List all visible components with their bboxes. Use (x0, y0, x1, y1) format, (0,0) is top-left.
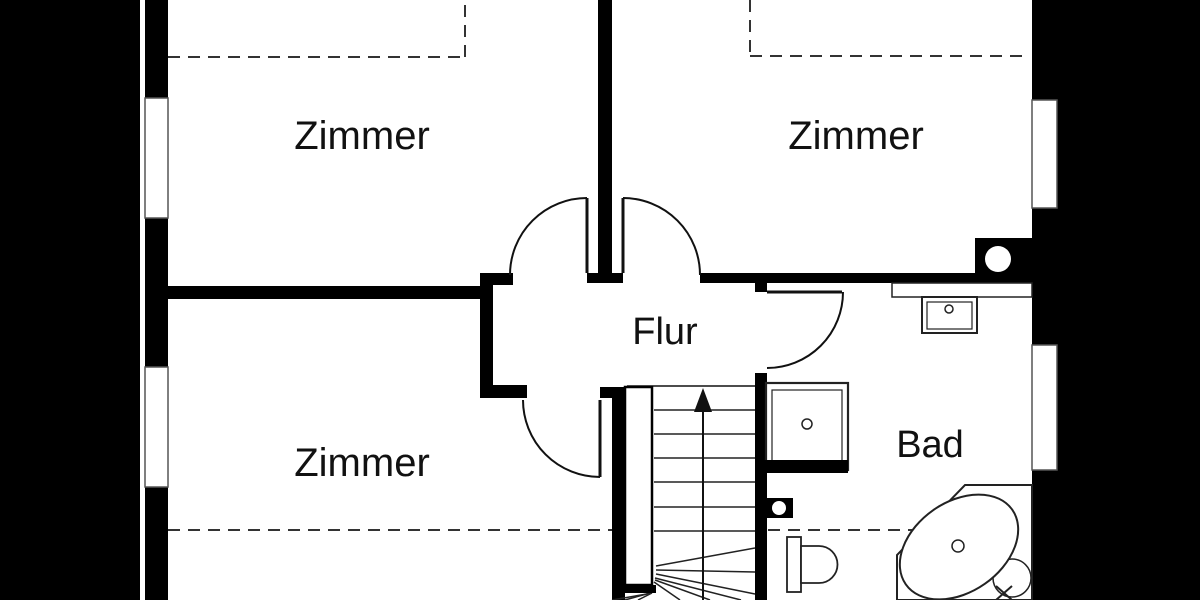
dashed-line-top-left (168, 0, 466, 58)
exterior-wall-left (145, 0, 168, 600)
door-swing-arc (522, 399, 601, 478)
winder-line (655, 569, 756, 573)
winder-line (654, 577, 742, 600)
bad-west-wall (755, 373, 767, 600)
windows (144, 97, 1058, 488)
label-zimmer-bottom-left: Zimmer (294, 441, 430, 485)
door-swing-arc (766, 291, 844, 369)
window-left-bottom (144, 366, 169, 488)
stair-railing (623, 385, 654, 587)
toilet-icon (786, 536, 839, 593)
window-right-bad (1031, 344, 1058, 471)
bad-fixtures (755, 282, 1033, 600)
winder-line (611, 593, 648, 600)
flur-north-wall-right (700, 273, 977, 283)
door-zimmer-top-left (509, 197, 589, 276)
shower-drain (801, 418, 813, 430)
stair-arrow-up-icon (694, 388, 712, 412)
door-bad (766, 290, 844, 369)
room-labels: Zimmer Zimmer Zimmer Flur Bad (294, 114, 964, 485)
winder-line (655, 573, 756, 595)
duct-pipe-icon (772, 501, 786, 515)
doors (509, 197, 844, 478)
corner-bathtub-icon (896, 484, 1033, 600)
door-zimmer-top-right (621, 197, 701, 276)
washbasin-drain (944, 304, 954, 314)
label-zimmer-top-left: Zimmer (294, 114, 430, 158)
window-right-top (1031, 99, 1058, 209)
exterior-wall-right (1032, 0, 1057, 600)
shower-tray-icon (764, 381, 850, 472)
flur-west-wall (480, 273, 493, 398)
label-flur: Flur (632, 311, 698, 353)
winder-line (654, 579, 711, 600)
window-left-top (144, 97, 169, 219)
stair-west-wall (612, 387, 625, 600)
flur-north-jamb (493, 273, 513, 285)
bad-door-top-jamb (755, 283, 767, 292)
bottom-room-door-jamb (480, 385, 527, 398)
counter (891, 282, 1033, 298)
staircase (611, 385, 756, 600)
winder-treads (611, 547, 756, 600)
central-wall-footing (587, 273, 623, 283)
bathtub-drain (951, 539, 965, 553)
winder-line (637, 592, 653, 600)
door-swing-arc (509, 197, 588, 276)
toilet-bowl (800, 545, 839, 584)
stair-treads (654, 409, 755, 532)
door-zimmer-bottom-left (522, 399, 602, 478)
toilet-cistern (786, 536, 802, 593)
chimney-flue-icon (985, 246, 1011, 272)
shower-base-wall (755, 460, 848, 473)
washbasin-icon (921, 296, 978, 334)
central-wall (598, 0, 612, 273)
winder-line (655, 547, 756, 567)
dashed-line-top-right (749, 0, 1028, 57)
winder-line (653, 581, 681, 600)
stair-railing-cap (624, 585, 656, 593)
faucet-cross-icon (995, 585, 1013, 600)
left-rooms-divider-wall (168, 286, 493, 299)
door-swing-arc (622, 197, 701, 276)
label-bad: Bad (896, 424, 964, 466)
label-zimmer-top-right: Zimmer (788, 114, 924, 158)
